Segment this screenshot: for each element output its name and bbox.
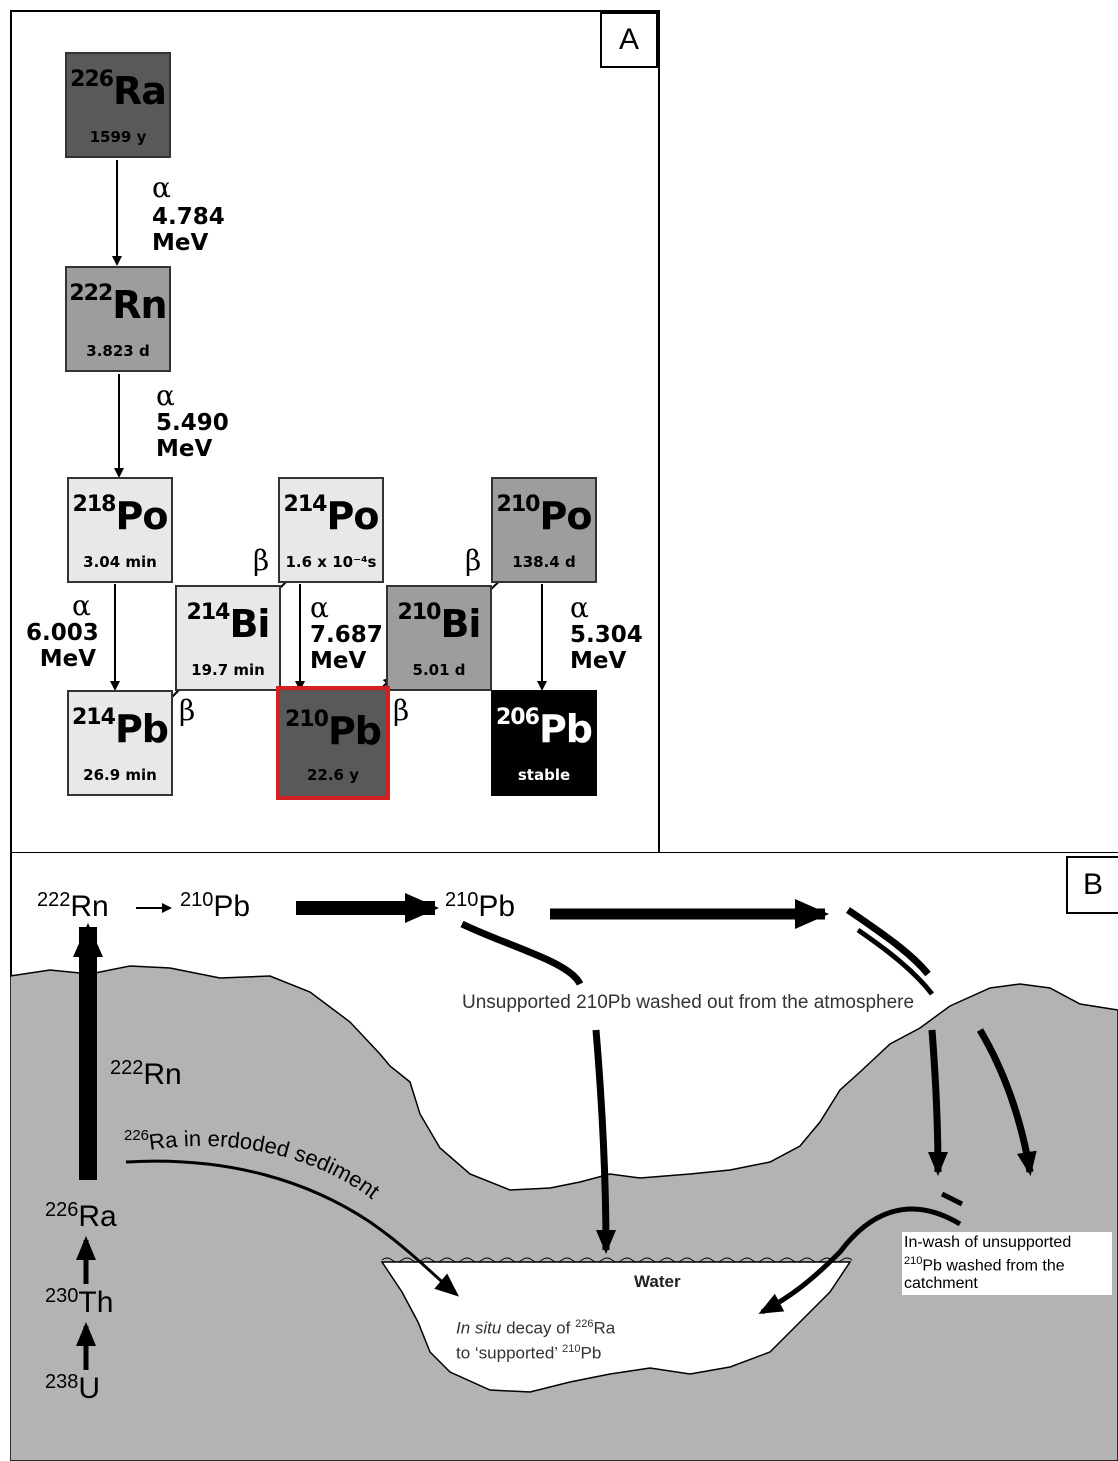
sediment-label-curved: Ra in erdoded sediment [150, 1102, 470, 1272]
alpha-symbol: α [152, 174, 171, 202]
nuclide-pb210-highlighted: 210Pb 22.6 y [276, 686, 390, 800]
chain-ra-label: 226Ra [45, 1202, 117, 1232]
beta-symbol: β [465, 547, 481, 575]
nuclide-bi210: 210Bi 5.01 d [386, 585, 492, 691]
sediment-label-start: 226 [124, 1130, 149, 1152]
beta-symbol: β [253, 547, 269, 575]
water-label: Water [634, 1272, 681, 1292]
alpha-symbol: α [72, 592, 91, 620]
nuclide-ra226: 226Ra 1599 y [65, 52, 171, 158]
insitu-decay-label: In situ decay of 226Ra to ‘supported’ 21… [456, 1314, 615, 1363]
svg-text:Ra in erdoded sediment: Ra in erdoded sediment [150, 1126, 384, 1204]
nuclide-bi214: 214Bi 19.7 min [175, 585, 281, 691]
beta-symbol: β [179, 697, 195, 725]
mid-pb-label: 210Pb [445, 892, 515, 922]
atmosphere-washout-label: Unsupported 210Pb washed out from the at… [460, 992, 916, 1014]
alpha-symbol: α [310, 594, 329, 622]
panel-a-decay-chain: A 226Ra 1599 y 222Rn 3.823 d 218Po 3.04 … [10, 10, 660, 852]
nuclide-pb214: 214Pb 26.9 min [67, 690, 173, 796]
inwash-label: In-wash of unsupported 210Pb washed from… [902, 1232, 1112, 1295]
nuclide-po218: 218Po 3.04 min [67, 477, 173, 583]
panel-b-cycle-diagram: B 222Rn 210Pb 210Pb 222Rn 226Ra 230Th 23… [10, 852, 1118, 1461]
nuclide-pb206: 206Pb stable [491, 690, 597, 796]
nuclide-po214: 214Po 1.6 x 10⁻⁴s [278, 477, 384, 583]
nuclide-rn222: 222Rn 3.823 d [65, 266, 171, 372]
side-rn-label: 222Rn [110, 1060, 182, 1090]
chain-u-label: 238U [45, 1374, 100, 1404]
beta-symbol: β [393, 697, 409, 725]
chain-th-label: 230Th [45, 1288, 113, 1318]
panel-b-label: B [1066, 856, 1118, 914]
top-rn-label: 222Rn [37, 892, 109, 922]
alpha-symbol: α [156, 382, 175, 410]
top-pb-label: 210Pb [180, 892, 250, 922]
nuclide-po210: 210Po 138.4 d [491, 477, 597, 583]
alpha-symbol: α [570, 594, 589, 622]
